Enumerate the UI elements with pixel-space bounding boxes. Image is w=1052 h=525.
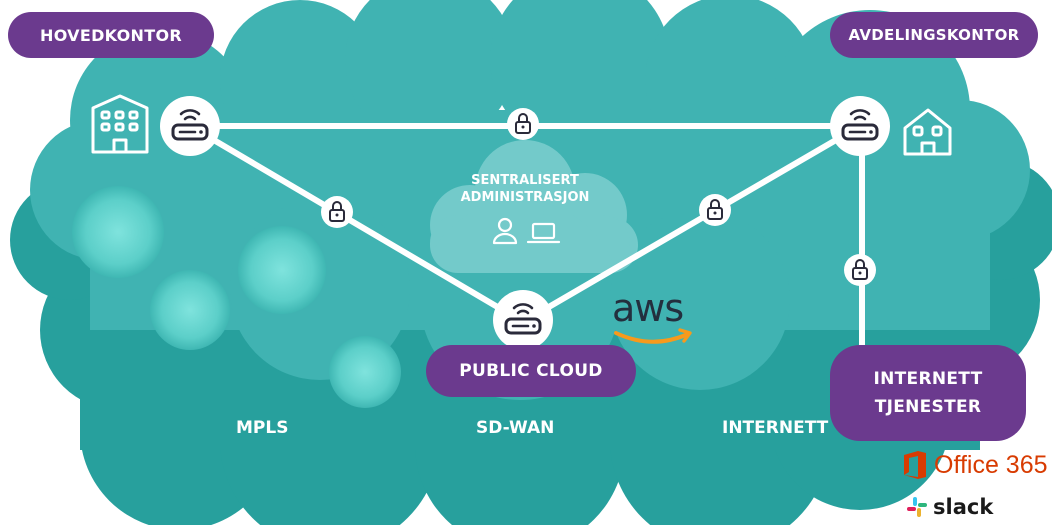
router-wifi-icon: [493, 290, 553, 350]
bubbles: [72, 186, 401, 408]
branch-office-label: AVDELINGSKONTOR: [830, 12, 1038, 58]
internet-label: INTERNETT: [722, 418, 829, 438]
internet-services-line2: TJENESTER: [874, 397, 982, 417]
internet-services-label: INTERNETT TJENESTER: [830, 345, 1026, 441]
link-head-cloud: [187, 123, 526, 325]
link-branch-cloud: [520, 123, 863, 325]
central-admin-label: SENTRALISERT ADMINISTRASJON: [432, 172, 618, 206]
house-icon: [903, 108, 952, 156]
router-wifi-icon: [830, 96, 890, 156]
mpls-label: MPLS: [236, 418, 289, 438]
slack-logo: slack: [906, 494, 993, 520]
public-cloud-label: PUBLIC CLOUD: [426, 345, 636, 397]
aws-logo-text: aws: [612, 286, 684, 330]
slack-hash-icon: [907, 497, 927, 517]
office365-text: Office 365: [934, 450, 1048, 479]
slack-text: slack: [933, 495, 994, 519]
central-admin-cloud: [430, 140, 638, 273]
padlock-icon: [507, 108, 539, 140]
aws-smile-icon: [614, 328, 692, 344]
padlock-icon: [844, 254, 876, 286]
central-admin-line1: SENTRALISERT: [471, 173, 579, 188]
user-laptop-icon: [492, 217, 561, 245]
central-admin-line2: ADMINISTRASJON: [460, 190, 590, 205]
office365-logo: Office 365: [902, 448, 1048, 482]
sdwan-label: SD-WAN: [476, 418, 555, 438]
head-office-label: HOVEDKONTOR: [8, 12, 214, 58]
router-wifi-icon: [160, 96, 220, 156]
internet-services-line1: INTERNETT: [873, 369, 983, 389]
padlock-icon: [699, 194, 731, 226]
office-icon: [904, 451, 926, 479]
padlock-icon: [321, 196, 353, 228]
aws-logo: aws: [612, 288, 698, 348]
office-building-icon: [91, 94, 149, 154]
